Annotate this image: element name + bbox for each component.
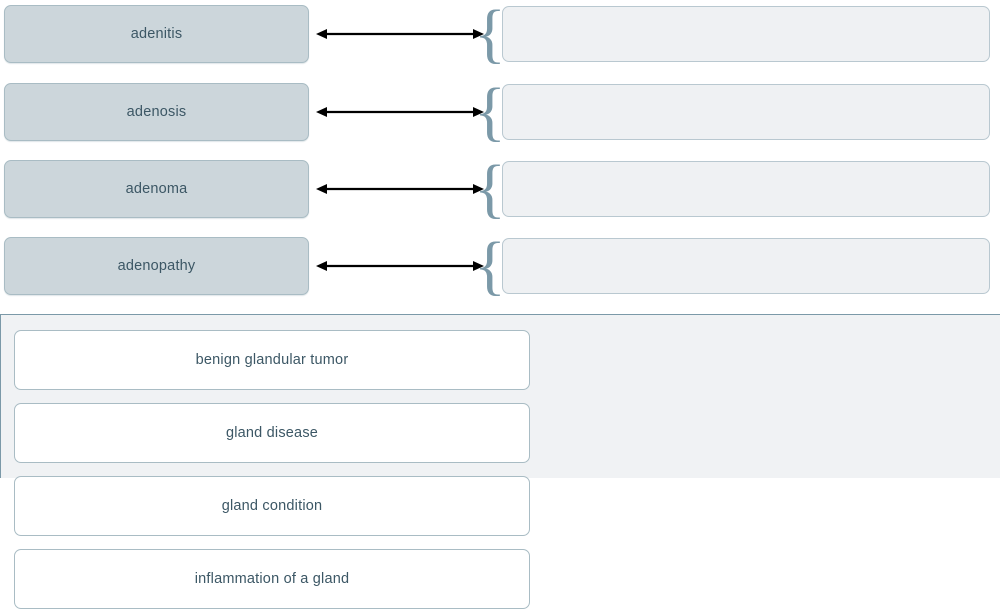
answer-slot-1[interactable] [502,6,990,62]
option-label: gland condition [221,498,323,514]
double-arrow-icon [316,160,484,218]
term-box-3[interactable]: adenoma [4,160,309,218]
option-card[interactable]: benign glandular tumor [14,330,530,390]
option-label: gland disease [225,425,319,441]
term-label: adenitis [130,26,183,42]
answer-slot-3[interactable] [502,161,990,217]
term-label: adenopathy [117,258,196,274]
brace-icon: { [474,152,506,225]
brace-icon: { [474,229,506,302]
answer-slot-2[interactable] [502,84,990,140]
option-card[interactable]: gland disease [14,403,530,463]
term-box-2[interactable]: adenosis [4,83,309,141]
option-label: benign glandular tumor [195,352,349,368]
brace-icon: { [474,75,506,148]
option-card[interactable]: inflammation of a gland [14,549,530,609]
brace-icon: { [474,0,506,70]
option-card[interactable]: gland condition [14,476,530,536]
term-label: adenoma [125,181,188,197]
double-arrow-icon [316,5,484,63]
matching-area: adenitis { adenosis { [0,0,1000,302]
answer-slot-4[interactable] [502,238,990,294]
term-box-1[interactable]: adenitis [4,5,309,63]
double-arrow-icon [316,237,484,295]
match-row: adenosis { [0,75,1000,148]
term-box-4[interactable]: adenopathy [4,237,309,295]
match-row: adenitis { [0,0,1000,70]
double-arrow-icon [316,83,484,141]
match-row: adenopathy { [0,229,1000,302]
option-label: inflammation of a gland [194,571,350,587]
options-tray: benign glandular tumor gland disease gla… [0,314,1000,609]
options-grid: benign glandular tumor gland disease gla… [14,330,1000,609]
match-row: adenoma { [0,152,1000,225]
term-label: adenosis [126,104,187,120]
